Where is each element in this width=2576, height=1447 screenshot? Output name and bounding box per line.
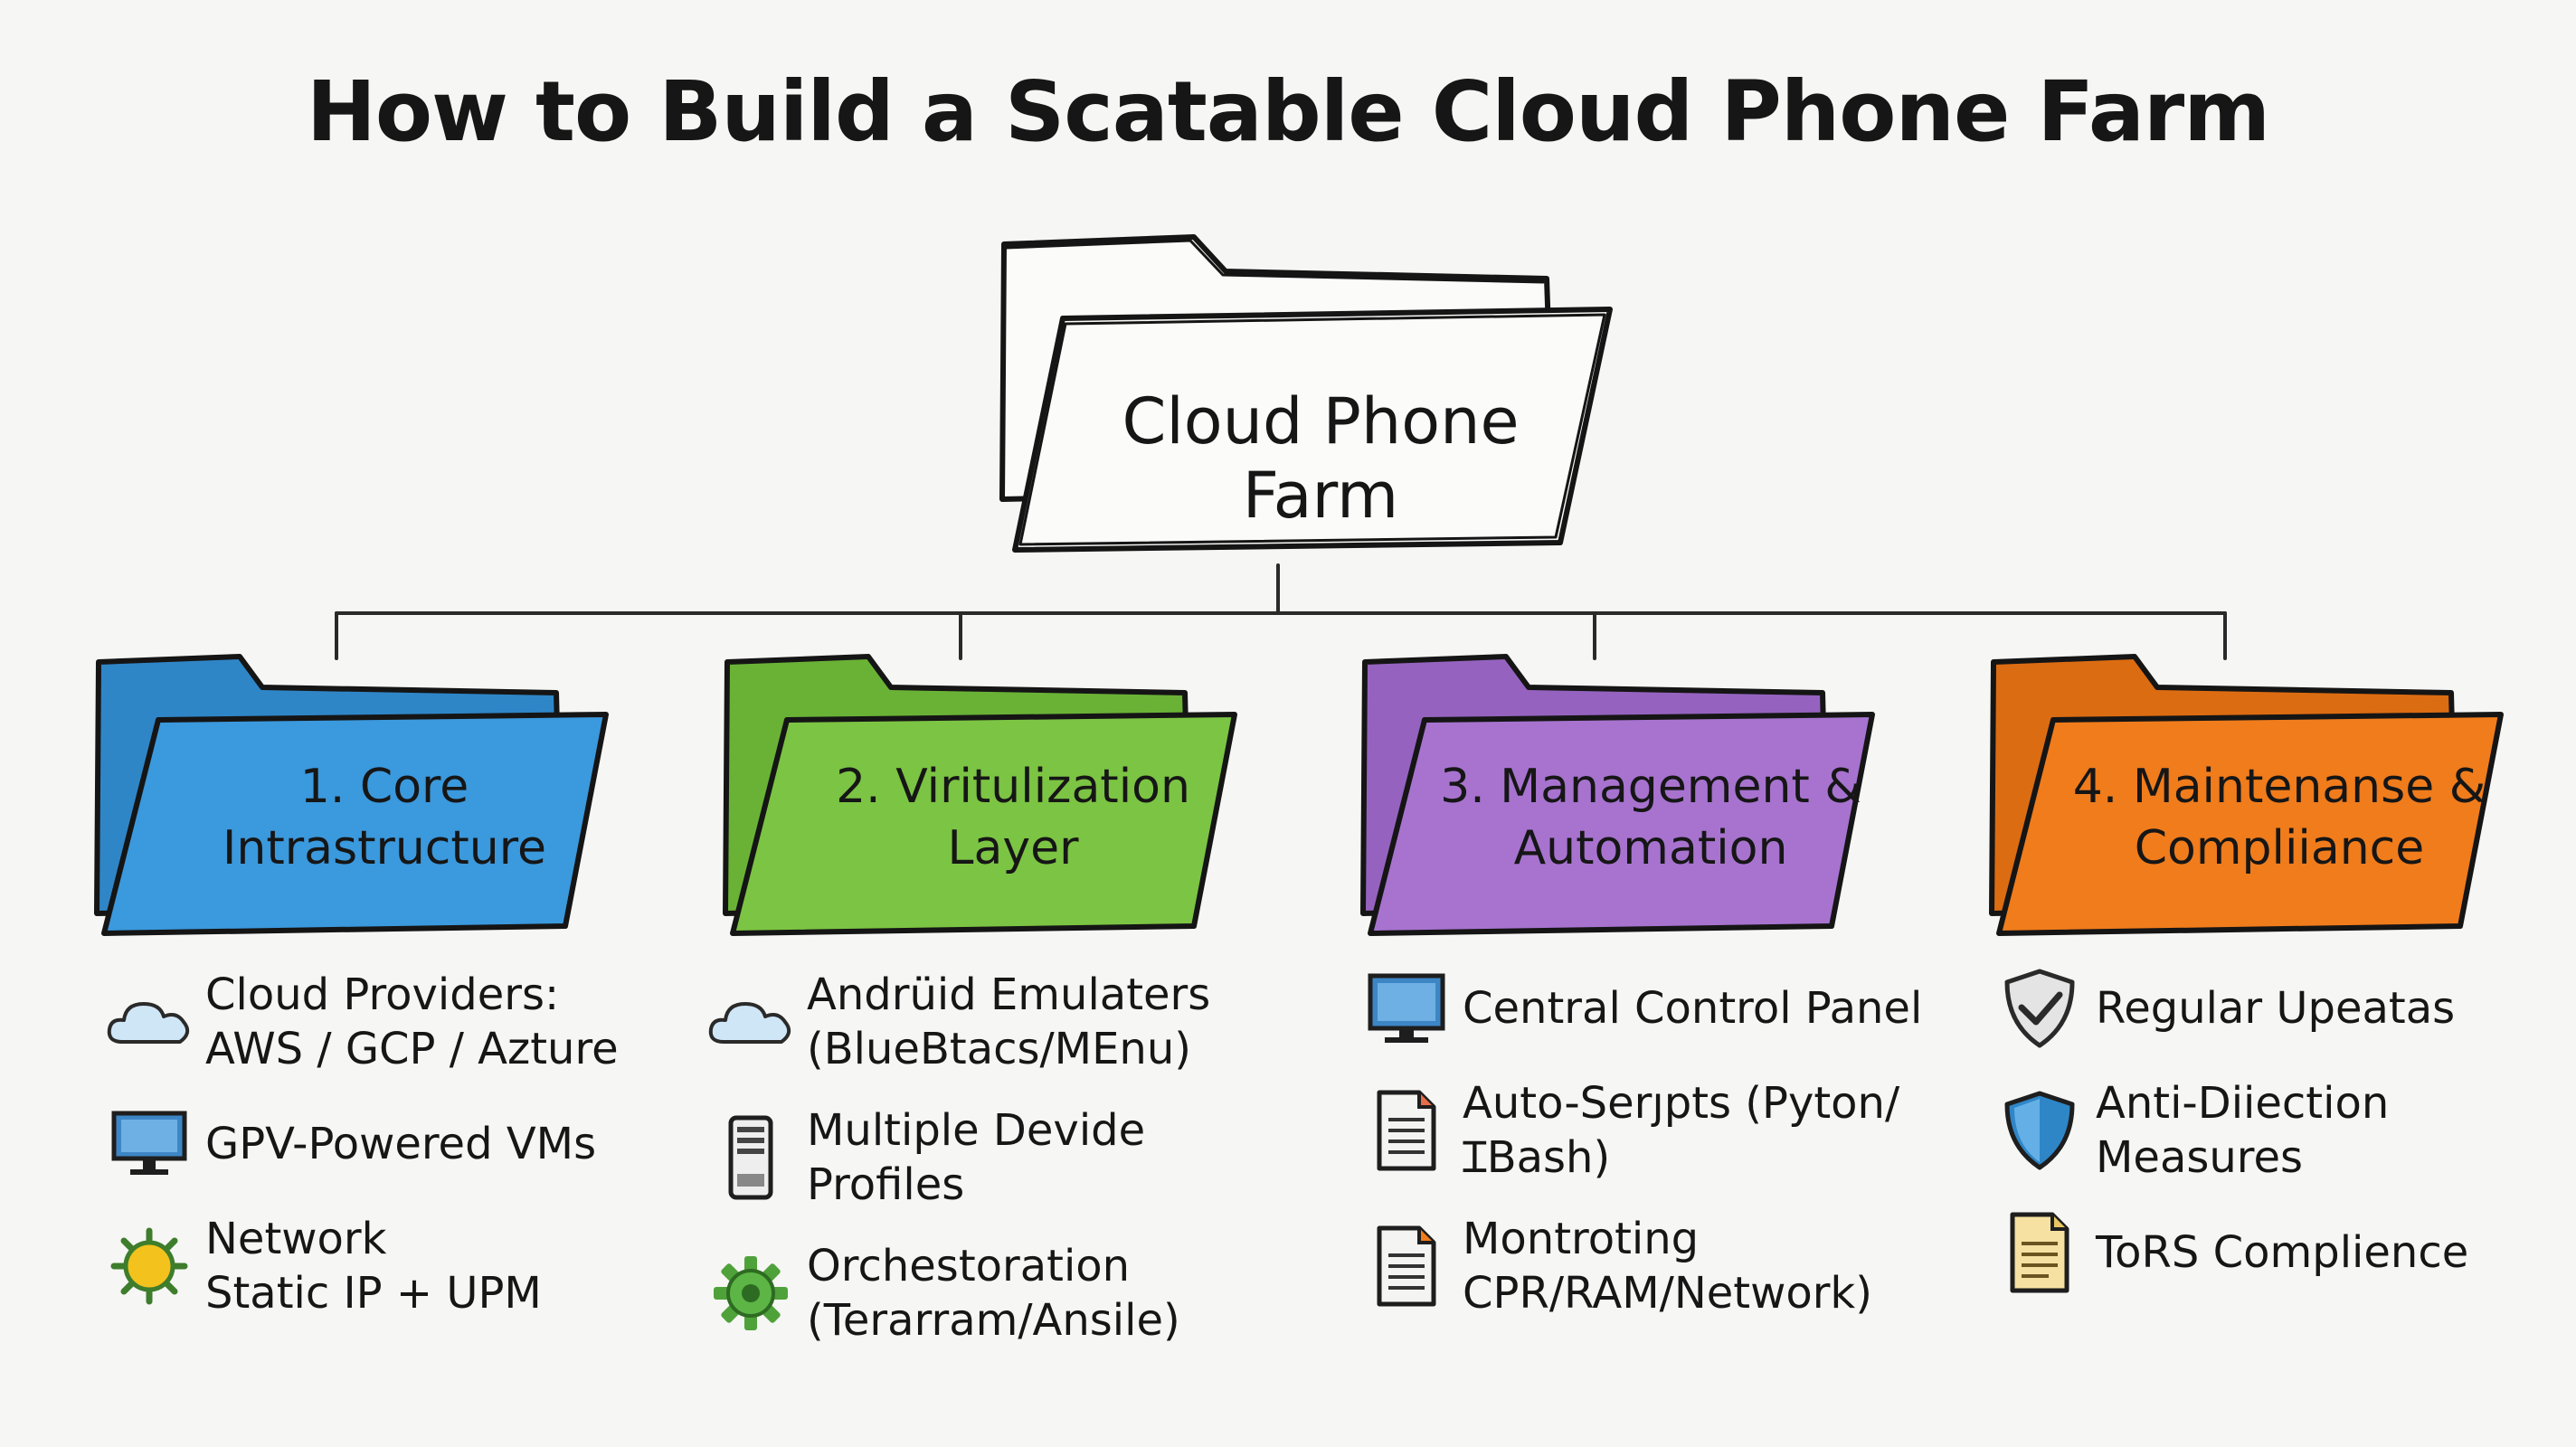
item-text-line: Auto-Serȷpts (Pyton/ꞮBash): [1463, 1078, 1900, 1183]
item-text-line: Orchestoration: [807, 1241, 1131, 1291]
cloud-icon: [104, 981, 194, 1063]
list-item: Cloud Providers:AWS / GCP / Azture: [104, 968, 683, 1076]
list-item: Anti-Diiection Measures: [1994, 1076, 2573, 1185]
folder-icon: [1360, 654, 1875, 936]
item-text-line: Central Control Panel: [1463, 983, 1923, 1034]
shield-icon: [1994, 1090, 2085, 1171]
category-folder-virtualization-layer: 2. Viritulization Layer: [715, 642, 1248, 941]
list-item: ToRS Complience: [1994, 1212, 2573, 1293]
category-folder-management-automation: 3. Management & Automation: [1352, 642, 1886, 941]
category-folder-maintenance-compliance: 4. Maintenanse & Compliiance: [1981, 642, 2514, 941]
item-list-virtualization-layer: Andrüid Emulaters(BlueBtacs/MEnu) Multip…: [706, 968, 1284, 1375]
category-label: 2. Viritulization Layer: [836, 760, 1190, 875]
list-item: Auto-Serȷpts (Pyton/ꞮBash): [1361, 1076, 1940, 1185]
item-text-line: AWS / GCP / Azture: [205, 1024, 619, 1074]
item-text-line: Anti-Diiection Measures: [2096, 1078, 2390, 1183]
item-text-line: Andrüid Emulaters: [807, 969, 1211, 1020]
item-text-line: Network: [205, 1214, 387, 1264]
folder-icon: [723, 654, 1237, 936]
category-label: 1. Core Intrastructure: [223, 760, 546, 875]
category-label: 3. Management & Automation: [1440, 760, 1861, 875]
item-text-line: Static IP + UPM: [205, 1268, 542, 1319]
list-item: Andrüid Emulaters(BlueBtacs/MEnu): [706, 968, 1284, 1076]
cloud-icon: [706, 981, 796, 1063]
script-document-icon: [1361, 1090, 1452, 1171]
item-list-maintenance-compliance: Regular Upeatas Anti-Diiection Measures …: [1994, 968, 2573, 1320]
diagram-title: How to Build a Scatable Cloud Phone Farm: [306, 63, 2270, 160]
network-gear-icon: [104, 1225, 194, 1307]
phone-icon: [706, 1115, 796, 1200]
item-text-line: Multiple Devide Profiles: [807, 1105, 1146, 1210]
item-text-line: (Terarram/Ansile): [807, 1295, 1180, 1346]
list-item: GPV-Powered VMs: [104, 1103, 683, 1185]
item-text-line: GPV-Powered VMs: [205, 1119, 597, 1169]
item-list-management-automation: Central Control Panel Auto-Serȷpts (Pyto…: [1361, 968, 1940, 1348]
folder-outline-icon: [999, 234, 1613, 553]
document-icon: [1361, 1225, 1452, 1307]
list-item: Central Control Panel: [1361, 968, 1940, 1049]
root-folder-label: Cloud Phone Farm: [1122, 384, 1520, 533]
item-text-line: ToRS Complience: [2096, 1227, 2469, 1278]
monitor-icon: [104, 1103, 194, 1185]
item-text-line: CPR/RAM/Network): [1463, 1268, 1872, 1319]
folder-icon: [94, 654, 609, 936]
note-icon: [1994, 1212, 2085, 1293]
category-label: 4. Maintenanse & Compliiance: [2072, 760, 2486, 875]
list-item: Regular Upeatas: [1994, 968, 2573, 1049]
item-text-line: Montroting: [1463, 1214, 1700, 1264]
root-folder: Cloud Phone Farm: [986, 217, 1619, 561]
category-folder-core-infrastructure: 1. Core Intrastructure: [86, 642, 620, 941]
folder-icon: [1989, 654, 2504, 936]
item-text-line: (BlueBtacs/MEnu): [807, 1024, 1191, 1074]
cog-icon: [706, 1253, 796, 1334]
item-text-line: Regular Upeatas: [2096, 983, 2456, 1034]
list-item: Orchestoration(Terarram/Ansile): [706, 1239, 1284, 1348]
control-panel-icon: [1361, 968, 1452, 1049]
shield-check-icon: [1994, 968, 2085, 1049]
item-list-core-infrastructure: Cloud Providers:AWS / GCP / Azture GPV-P…: [104, 968, 683, 1348]
list-item: Multiple Devide Profiles: [706, 1103, 1284, 1212]
item-text-line: Cloud Providers:: [205, 969, 560, 1020]
